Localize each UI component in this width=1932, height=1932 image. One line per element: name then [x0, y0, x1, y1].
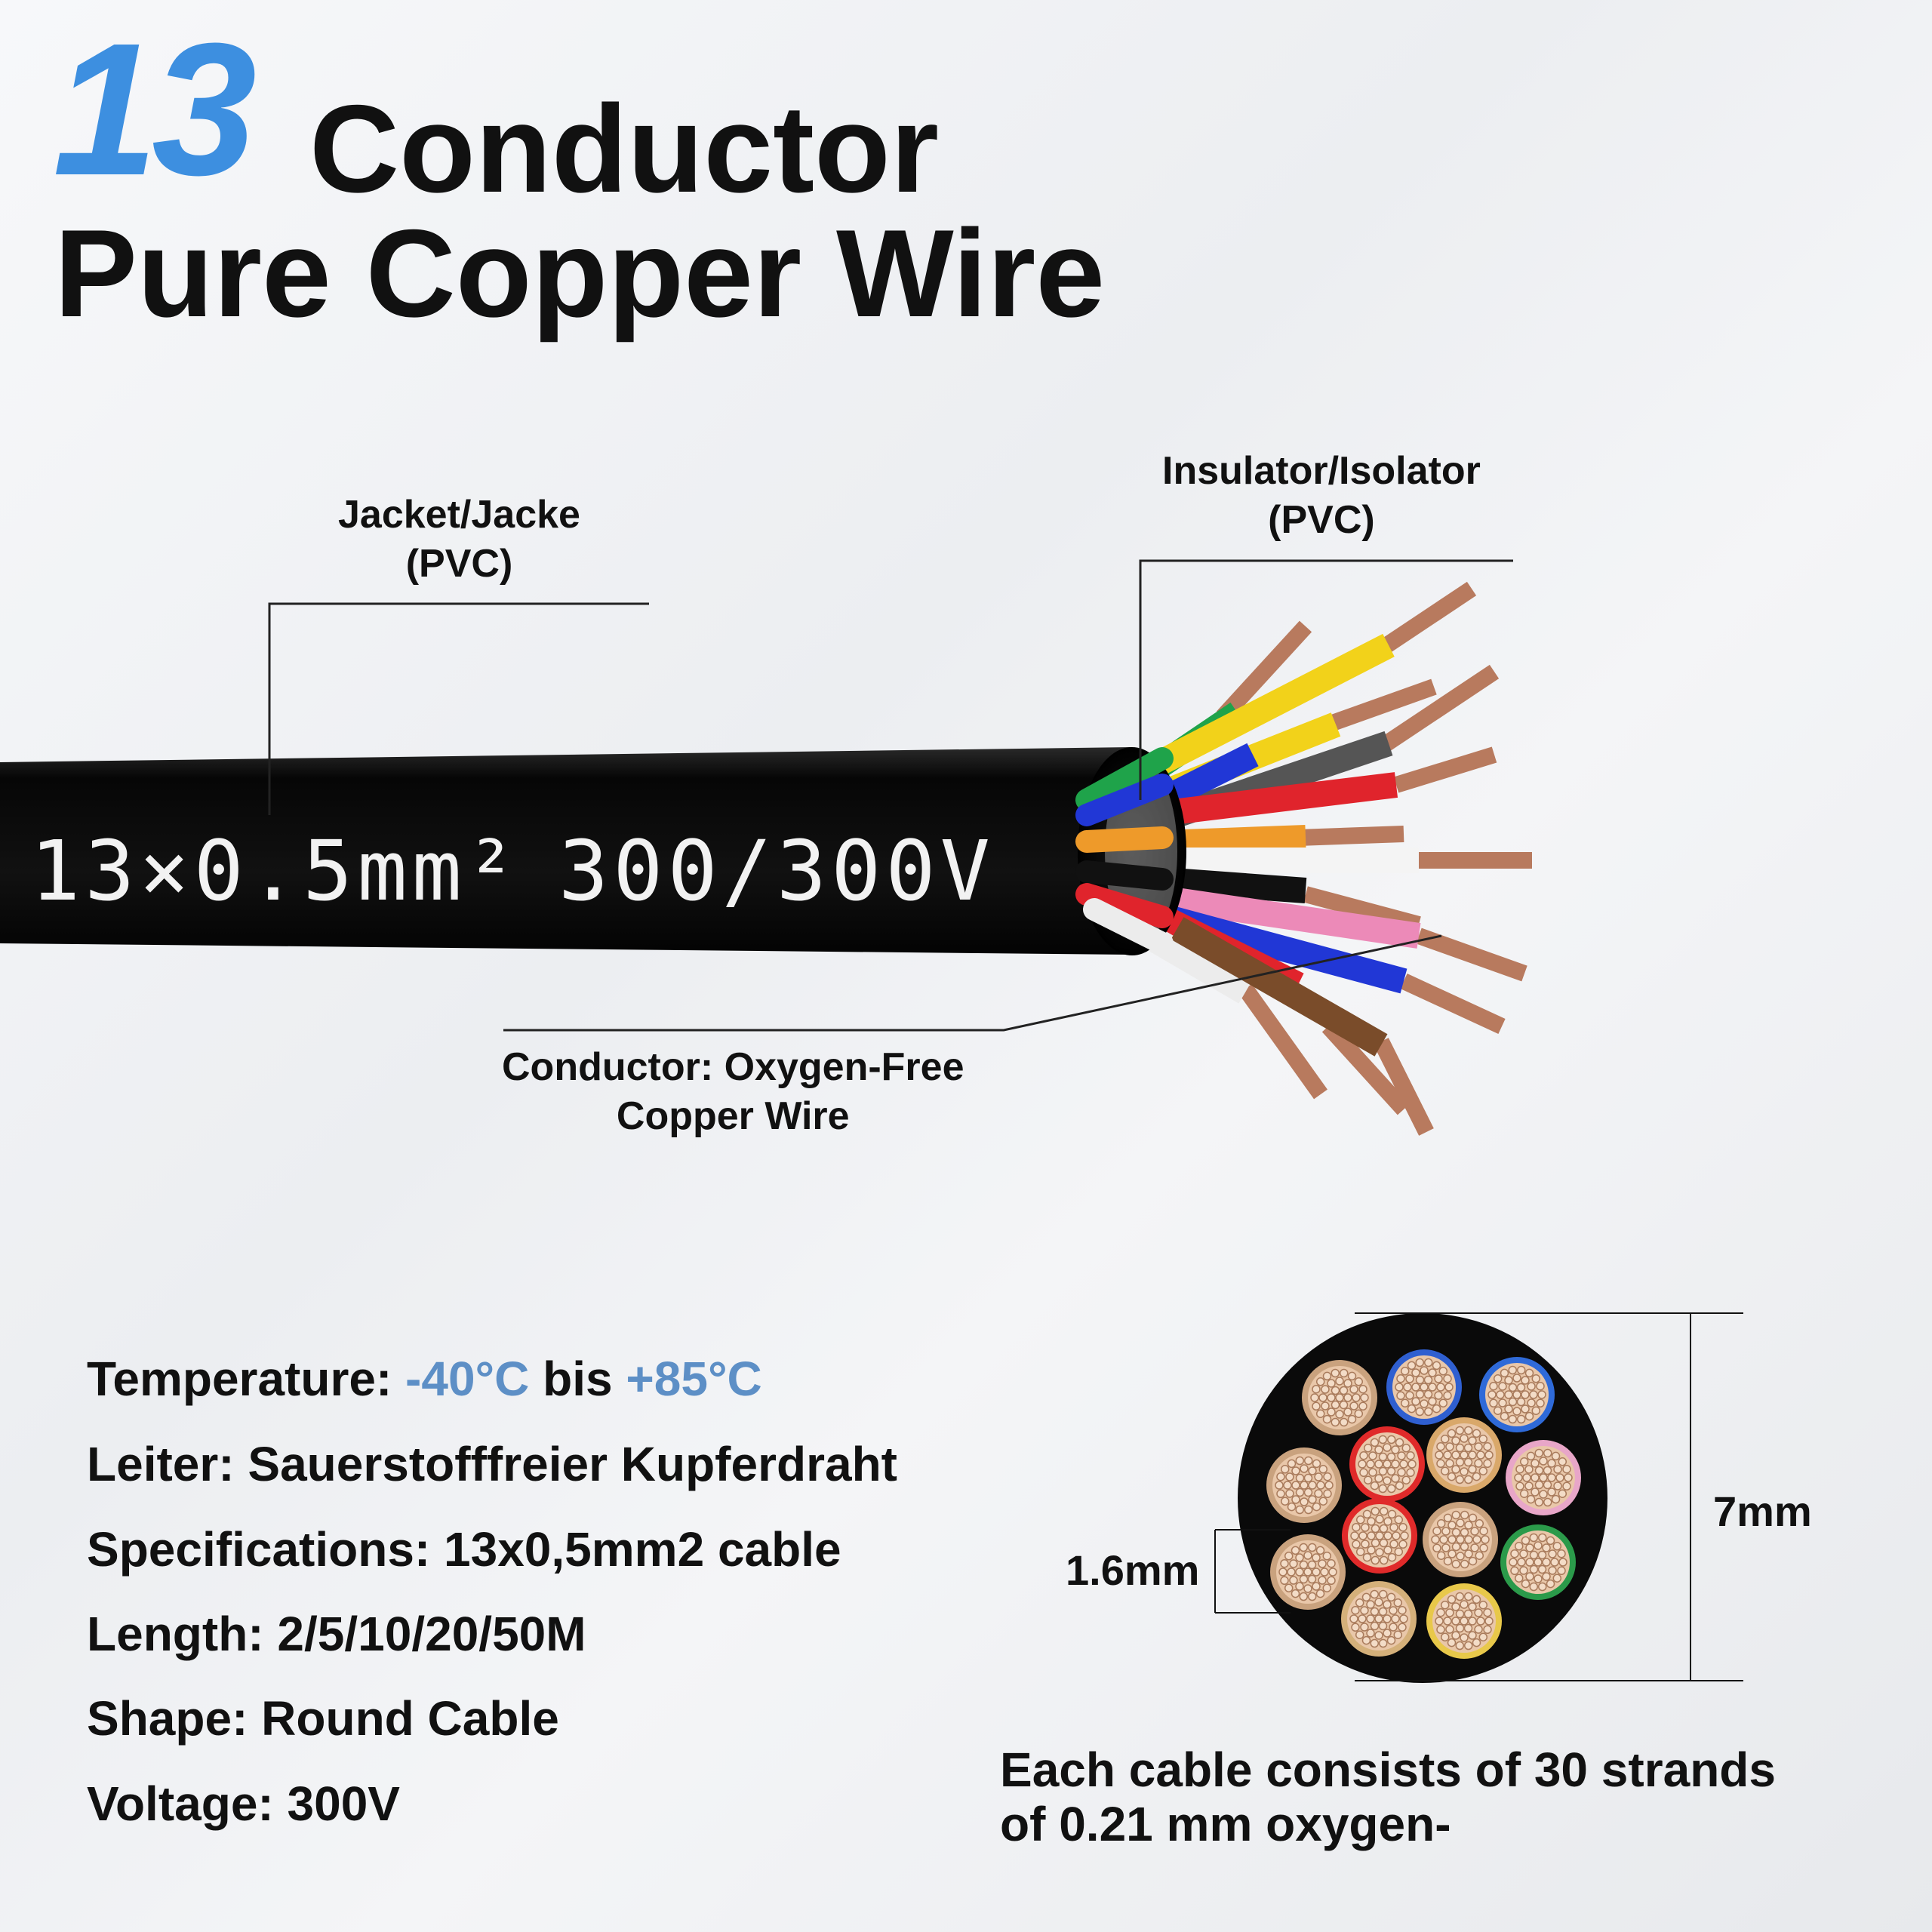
temperature-low: -40°C — [405, 1352, 530, 1406]
core-7 — [1266, 1447, 1342, 1523]
temperature-high: +85°C — [626, 1352, 762, 1406]
title-line-1: Conductor — [309, 79, 940, 218]
spec-conductor: Leiter: Sauerstofffreier Kupferdraht — [87, 1437, 897, 1491]
temperature-joiner: bis — [543, 1352, 613, 1406]
core-diameter-label: 1.6mm — [1066, 1546, 1200, 1594]
cable-jacket — [0, 747, 1132, 955]
jacket-label-line2: (PVC) — [405, 542, 513, 586]
core-3 — [1479, 1357, 1555, 1432]
core-6 — [1506, 1440, 1581, 1515]
insulator-label-line2: (PVC) — [1268, 498, 1375, 542]
leader-lines — [268, 559, 1513, 1032]
core-2 — [1386, 1349, 1462, 1425]
jacket-label-line1: Jacket/Jacke — [338, 493, 580, 537]
insulator-label: Insulator/Isolator (PVC) — [1162, 447, 1481, 545]
core-4 — [1349, 1426, 1425, 1502]
strand-caption-line2: of 0.21 mm oxygen- — [1000, 1796, 1451, 1851]
conductor-label-line1: Conductor: Oxygen-Free — [502, 1045, 964, 1089]
core-1 — [1302, 1360, 1377, 1435]
spec-length: Length: 2/5/10/20/50M — [87, 1607, 586, 1661]
core-13 — [1426, 1583, 1502, 1659]
conductor-label: Conductor: Oxygen-Free Copper Wire — [502, 1043, 964, 1141]
outer-diameter-label: 7mm — [1713, 1487, 1812, 1535]
strand-caption-line1: Each cable consists of 30 strands — [1000, 1743, 1776, 1797]
temperature-label: Temperature: — [87, 1352, 392, 1406]
core-8 — [1342, 1498, 1417, 1574]
core-12 — [1341, 1581, 1417, 1657]
jacket-label: Jacket/Jacke (PVC) — [338, 491, 580, 589]
title-line-2: Pure Copper Wire — [54, 204, 1106, 343]
core-10 — [1500, 1524, 1576, 1600]
core-5 — [1426, 1417, 1502, 1493]
cross-section — [1214, 1312, 1743, 1683]
cable-print-voltage: 300/300V — [558, 823, 995, 919]
conductor-label-line2: Copper Wire — [616, 1094, 850, 1138]
spec-voltage: Voltage: 300V — [87, 1777, 400, 1831]
title-number: 13 — [53, 4, 257, 214]
spec-specifications: Specifications: 13x0,5mm2 cable — [87, 1522, 841, 1577]
core-9 — [1423, 1502, 1498, 1577]
cable-print-spec: 13×0.5mm² — [30, 823, 521, 919]
core-11 — [1270, 1534, 1346, 1610]
spec-temperature: Temperature: -40°C bis +85°C — [87, 1351, 762, 1407]
strand-caption: Each cable consists of 30 strands of 0.2… — [1000, 1743, 1776, 1851]
insulator-label-line1: Insulator/Isolator — [1162, 449, 1481, 493]
spec-shape: Shape: Round Cable — [87, 1691, 559, 1746]
